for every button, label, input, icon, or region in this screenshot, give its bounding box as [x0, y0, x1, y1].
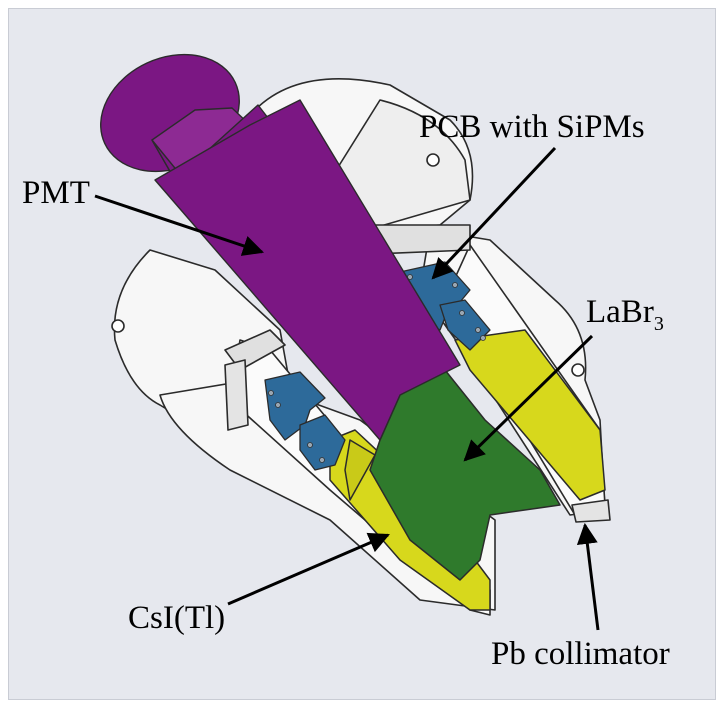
- csi-right-crystal: [454, 329, 606, 501]
- pcb-right-board-lower: [439, 299, 491, 351]
- arrow-pmt: [94, 194, 264, 256]
- mount-hole: [426, 153, 440, 167]
- label-pb: Pb collimator: [491, 636, 670, 672]
- pmt: [100, 53, 461, 441]
- arrow-csi: [227, 532, 390, 606]
- housing-pb-ring: [571, 499, 611, 523]
- housing-mid-bar: [224, 359, 249, 431]
- label-labr3-base: LaBr: [586, 294, 654, 330]
- sipm-screws: [268, 274, 486, 463]
- label-pcb: PCB with SiPMs: [419, 109, 645, 145]
- arrow-pcb: [431, 146, 557, 280]
- label-labr3: LaBr3: [586, 294, 664, 335]
- label-pmt: PMT: [22, 175, 90, 211]
- arrow-labr3: [463, 334, 594, 462]
- annotations: PMT PCB with SiPMs LaBr3 CsI(Tl) Pb coll…: [22, 109, 670, 672]
- mount-hole: [571, 363, 585, 377]
- pmt-tube-body: [154, 99, 461, 441]
- pcb-left-board-lower: [299, 414, 346, 471]
- mount-hole: [111, 319, 125, 333]
- housing-upper-flange: [329, 99, 471, 236]
- csi-left-face: [344, 439, 376, 501]
- labr3-crystal: [369, 369, 561, 581]
- arrow-pb: [576, 522, 600, 631]
- label-csi: CsI(Tl): [128, 600, 225, 636]
- pcb-left-board: [264, 371, 326, 441]
- label-labr3-sub: 3: [654, 313, 664, 335]
